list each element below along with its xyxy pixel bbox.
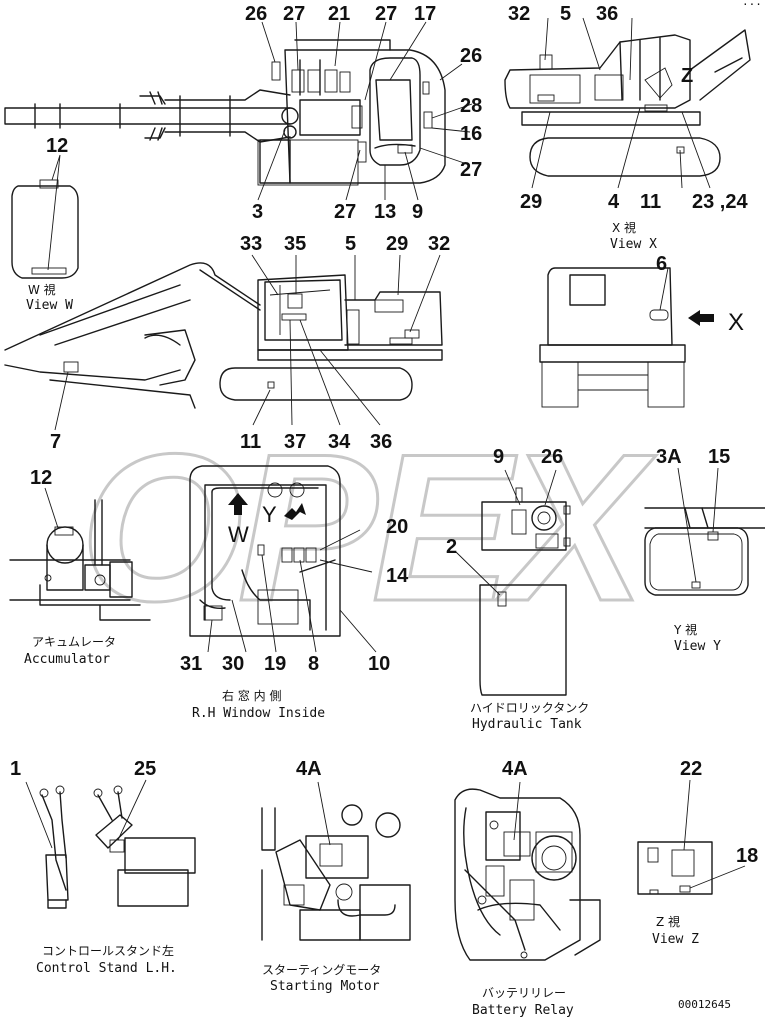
callout-11: 11 bbox=[240, 431, 261, 453]
callout-6: 6 bbox=[656, 253, 667, 275]
callout-27: 27 bbox=[460, 159, 482, 181]
callout-4A: 4A bbox=[296, 758, 322, 780]
view-y-detail bbox=[644, 467, 765, 596]
starting-motor-detail bbox=[261, 781, 411, 941]
callout-3: 3 bbox=[252, 201, 263, 223]
callout-8: 8 bbox=[308, 653, 319, 675]
hydraulic-caption-jp: ハイドロリックタンク bbox=[470, 701, 589, 715]
callout-12: 12 bbox=[46, 135, 68, 157]
callout-36: 36 bbox=[370, 431, 392, 453]
callout-30: 30 bbox=[222, 653, 244, 675]
battery-caption-jp: バッテリリレー bbox=[482, 986, 566, 1000]
callout-4A: 4A bbox=[502, 758, 528, 780]
accumulator-caption-jp: アキュムレータ bbox=[32, 635, 116, 649]
side-view-machine bbox=[4, 254, 443, 431]
callout-29: 29 bbox=[386, 233, 408, 255]
window-caption: R.H Window Inside bbox=[192, 706, 325, 721]
battery-caption: Battery Relay bbox=[472, 1003, 574, 1018]
watermark: OPEX bbox=[80, 410, 656, 645]
drawing-number: 00012645 bbox=[678, 998, 731, 1011]
callout-5: 5 bbox=[345, 233, 356, 255]
view-y-caption: View Y bbox=[674, 639, 721, 654]
callout-1: 1 bbox=[10, 758, 21, 780]
hydraulic-caption: Hydraulic Tank bbox=[472, 717, 582, 732]
battery-relay-detail bbox=[454, 781, 601, 961]
up-arrow-icon bbox=[228, 493, 248, 515]
callout-31: 31 bbox=[180, 653, 202, 675]
callout-26: 26 bbox=[460, 45, 482, 67]
control-caption: Control Stand L.H. bbox=[36, 961, 177, 976]
callout-37: 37 bbox=[284, 431, 306, 453]
top-plan-view bbox=[4, 21, 473, 201]
view-y-caption-jp: Y 視 bbox=[673, 622, 697, 637]
callout-20: 20 bbox=[386, 516, 408, 538]
callout-19: 19 bbox=[264, 653, 286, 675]
view-w-marker: W bbox=[228, 522, 249, 547]
callout-2: 2 bbox=[446, 536, 457, 558]
callout-5: 5 bbox=[560, 3, 571, 25]
starting-caption-jp: スターティングモータ bbox=[262, 963, 381, 977]
window-caption-jp: 右 窓 内 側 bbox=[222, 688, 281, 703]
view-z-caption: View Z bbox=[652, 932, 699, 947]
callout-7: 7 bbox=[50, 431, 61, 453]
rear-view-machine bbox=[539, 267, 714, 408]
callout-22: 22 bbox=[680, 758, 702, 780]
callout-3A: 3A bbox=[656, 446, 682, 468]
accumulator-caption: Accumulator bbox=[24, 652, 110, 667]
callout-34: 34 bbox=[328, 431, 351, 453]
callout-21: 21 bbox=[328, 3, 350, 25]
callout-27: 27 bbox=[283, 3, 305, 25]
callout-27: 27 bbox=[375, 3, 397, 25]
diagonal-arrow-icon bbox=[284, 503, 306, 520]
view-y-marker: Y bbox=[262, 502, 277, 527]
callout-11: 11 bbox=[640, 191, 661, 213]
view-z-detail bbox=[637, 779, 746, 895]
callout-9: 9 bbox=[412, 201, 423, 223]
callout-36: 36 bbox=[596, 3, 618, 25]
callout-4: 4 bbox=[608, 191, 620, 213]
callout-15: 15 bbox=[708, 446, 730, 468]
callout-25: 25 bbox=[134, 758, 156, 780]
view-z-marker: Z bbox=[681, 65, 693, 87]
control-stand-detail bbox=[25, 779, 196, 909]
callout-12: 12 bbox=[30, 467, 52, 489]
callout-27: 27 bbox=[334, 201, 356, 223]
callout-32: 32 bbox=[428, 233, 450, 255]
callout-29: 29 bbox=[520, 191, 542, 213]
rh-window-inside-detail bbox=[189, 465, 377, 653]
callout-13: 13 bbox=[374, 201, 396, 223]
callout-17: 17 bbox=[414, 3, 436, 25]
callout-26: 26 bbox=[541, 446, 563, 468]
callout-32: 32 bbox=[508, 3, 530, 25]
callout-26: 26 bbox=[245, 3, 267, 25]
callout-16: 16 bbox=[460, 123, 482, 145]
callout-14: 14 bbox=[386, 565, 409, 587]
hydraulic-tank-detail bbox=[455, 469, 571, 696]
view-x-marker: X bbox=[728, 309, 744, 336]
accumulator-detail bbox=[9, 487, 151, 621]
view-x-caption-jp: X 視 bbox=[612, 220, 636, 235]
callout-18: 18 bbox=[736, 845, 758, 867]
corner-dots: ··· bbox=[742, 0, 762, 11]
callout-9: 9 bbox=[493, 446, 504, 468]
view-x-caption: View X bbox=[610, 237, 657, 252]
starting-caption: Starting Motor bbox=[270, 979, 380, 994]
view-x-side bbox=[504, 17, 751, 189]
view-z-caption-jp: Z 視 bbox=[656, 914, 680, 929]
callout-10: 10 bbox=[368, 653, 390, 675]
view-x-arrow-icon bbox=[688, 310, 714, 326]
callout-23-24: 23 ,24 bbox=[692, 191, 748, 213]
view-w-caption: View W bbox=[26, 298, 73, 313]
view-w-caption-jp: W 視 bbox=[28, 282, 56, 297]
control-caption-jp: コントロールスタンド左 bbox=[42, 943, 174, 958]
callout-35: 35 bbox=[284, 233, 306, 255]
callout-33: 33 bbox=[240, 233, 262, 255]
view-w-window bbox=[11, 154, 79, 279]
callout-28: 28 bbox=[460, 95, 482, 117]
